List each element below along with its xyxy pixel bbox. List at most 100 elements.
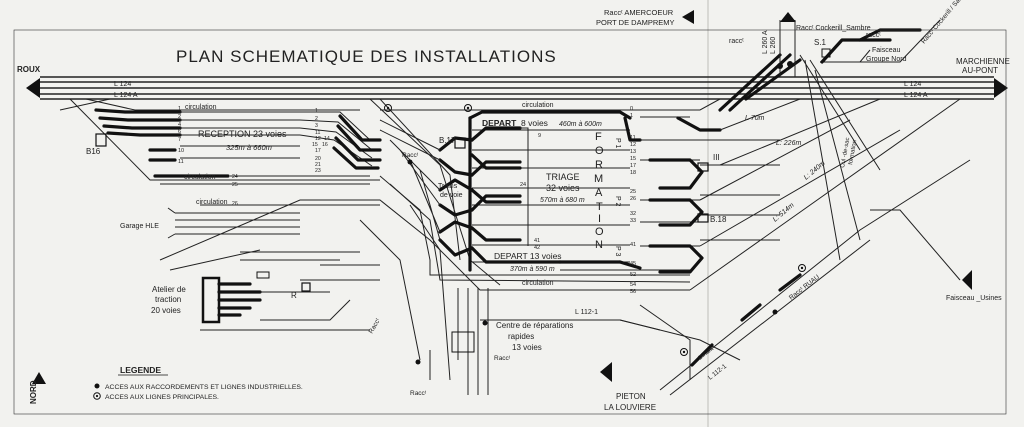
svg-text:25: 25 [630, 189, 636, 195]
svg-text:52: 52 [630, 272, 636, 278]
svg-text:45: 45 [630, 261, 636, 267]
l260a-label: L 260 A [762, 30, 769, 54]
line-112-label: L 112-1 [575, 309, 598, 316]
north-arrow-icon [32, 372, 46, 384]
b18-cabin-icon [697, 213, 709, 223]
depart-track-numbers: 9 24 41 42 [520, 133, 541, 251]
svg-text:24: 24 [520, 182, 526, 188]
r-box-icon [301, 282, 311, 292]
centre-label-2: rapides [508, 332, 534, 341]
svg-text:T: T [596, 201, 603, 213]
svg-text:17: 17 [315, 148, 321, 154]
garage-hle-tracks [167, 207, 300, 239]
b16-label: B16 [86, 147, 101, 156]
racc-small-label: raccᵗ [866, 32, 881, 39]
reception-circulation-3: circulation [196, 199, 228, 206]
upper-right-branches [718, 19, 941, 261]
dinant-label: Dinant [698, 346, 716, 362]
s1-cabin-icon [821, 48, 831, 58]
svg-text:6: 6 [178, 129, 181, 135]
svg-text:11: 11 [178, 159, 184, 165]
centre-label-3: 13 voies [512, 343, 542, 352]
svg-text:A: A [595, 187, 603, 199]
svg-text:26: 26 [232, 201, 238, 207]
faisceau-nord-label-2: Groupe Nord [866, 56, 907, 63]
lower-right-lines [619, 159, 971, 396]
svg-text:O: O [595, 145, 604, 157]
pieton-label-2: LA LOUVIERE [604, 403, 656, 412]
svg-text:32: 32 [630, 211, 636, 217]
svg-text:7: 7 [178, 137, 181, 143]
reception-circulation: circulation [185, 104, 217, 111]
centre-access-dot [482, 320, 488, 326]
atelier-building-icon [201, 276, 221, 324]
legend-title: LEGENDE [120, 365, 161, 375]
svg-text:18: 18 [630, 170, 636, 176]
triage-circulation: circulation [522, 102, 554, 109]
garage-hle-label: Garage HLE [120, 223, 159, 230]
depart-13-dims: 370m à 590 m [510, 266, 555, 273]
l112-right-label: L 112-1 [707, 363, 728, 382]
cul-de-sac-label-2: formation [848, 140, 858, 166]
l514m-label: L: 514m [772, 202, 796, 224]
svg-text:25: 25 [232, 182, 238, 188]
ruau-access-dot [772, 309, 778, 315]
svg-text:21: 21 [315, 162, 321, 168]
svg-text:41: 41 [630, 242, 636, 248]
depart-8-detail: 8 voies [521, 118, 548, 128]
formation-track-numbers: 0 1 11 12 13 15 17 18 25 26 32 33 41 45 … [630, 106, 636, 295]
line-124-label: L 124 [114, 81, 131, 88]
roux-label: ROUX [17, 65, 41, 74]
iii-label: III [713, 153, 720, 162]
reception-label: RECEPTION 23 voies [198, 129, 287, 139]
atelier-label-1: Atelier de [152, 285, 186, 294]
page-title: PLAN SCHEMATIQUE DES INSTALLATIONS [176, 47, 557, 66]
pieton-label: PIETON [616, 392, 646, 401]
svg-text:14: 14 [324, 136, 330, 142]
pieton-arrow-icon[interactable] [600, 362, 612, 382]
legend-item-1: ACCES AUX RACCORDEMENTS ET LIGNES INDUST… [105, 384, 303, 391]
centre-label-1: Centre de réparations [496, 321, 573, 330]
svg-text:F: F [595, 131, 602, 143]
svg-text:11: 11 [630, 135, 636, 141]
racc-up-arrow-icon[interactable] [780, 12, 796, 22]
cockerill-sambre-label: Raccᵗ Cockerill_Sambre [796, 25, 871, 32]
svg-text:42: 42 [534, 245, 540, 251]
entry-track-numbers: 1 2 3 11 12 14 15 16 17 20 21 23 24 25 2… [232, 108, 330, 207]
formation-fan [640, 98, 961, 291]
roux-arrow-icon[interactable] [26, 78, 40, 98]
access-markers [384, 61, 793, 165]
trains-de-voie-1: Trains [438, 183, 458, 190]
amercoeur-arrow-icon[interactable] [682, 10, 694, 24]
svg-text:26: 26 [630, 196, 636, 202]
svg-text:2: 2 [178, 114, 181, 120]
reception-dims: 325m à 660m [226, 143, 272, 152]
svg-text:1: 1 [315, 108, 318, 114]
faisceau-usines-arrow-icon[interactable] [962, 270, 972, 290]
triage-voies: 32 voies [546, 183, 580, 193]
svg-text:24: 24 [232, 174, 238, 180]
cul-de-sac-label-1: Cul -de-sac [840, 137, 851, 168]
formation-label: F O R M A T I O N [594, 131, 604, 251]
p2-label: P 2 [614, 196, 621, 206]
b16-cabin-icon [95, 133, 107, 147]
racc-atelier-label: Raccᵗ [368, 317, 382, 335]
svg-text:12: 12 [630, 142, 636, 148]
svg-text:I: I [598, 213, 601, 225]
svg-text:R: R [595, 159, 603, 171]
svg-text:17: 17 [630, 163, 636, 169]
svg-text:1: 1 [630, 113, 633, 119]
marchienne-arrow-icon[interactable] [994, 78, 1008, 98]
svg-text:16: 16 [322, 142, 328, 148]
svg-text:9: 9 [538, 133, 541, 139]
svg-text:13: 13 [630, 149, 636, 155]
centre-building-icon [451, 331, 475, 353]
l226m-label: L: 226m [776, 140, 801, 147]
amercoeur-label: Raccᵗ AMERCOEUR [604, 8, 674, 17]
racc-l260-label: raccᵗ [729, 38, 744, 45]
svg-text:20: 20 [315, 156, 321, 162]
cockerill-diag-label: Raccᵗ Cockerill / Samb [920, 0, 968, 45]
depart-8-dims: 460m à 600m [559, 121, 602, 128]
svg-text:15: 15 [312, 142, 318, 148]
